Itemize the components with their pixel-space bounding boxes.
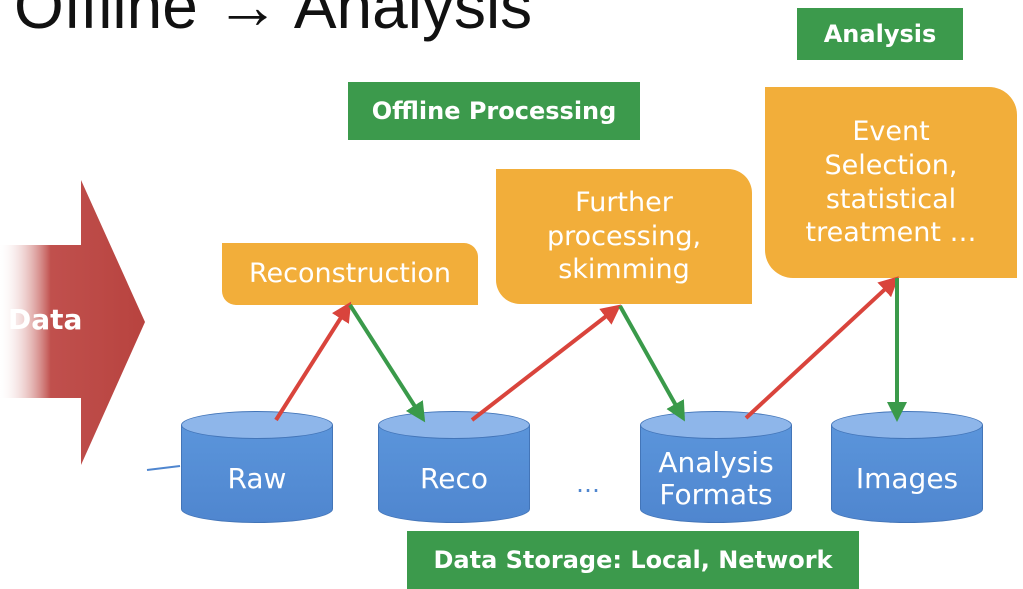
reconstruction-to-reco-arrow — [348, 303, 426, 423]
storage-analysis-formats-label: Analysis Formats — [658, 445, 774, 511]
cylinder-body — [640, 425, 792, 523]
cylinder-top — [831, 411, 983, 439]
event-selection-box: Event Selection, statistical treatment … — [765, 87, 1017, 278]
raw-to-reconstruction-arrow — [274, 301, 352, 422]
further-processing-to-analysis-formats-arrow — [618, 305, 685, 422]
further-processing-box: Further processing, skimming — [496, 169, 752, 304]
data-arrow-label: Data — [8, 303, 83, 336]
data-input-arrow — [0, 180, 145, 465]
analysis-formats-to-event-selection-arrow — [744, 276, 899, 420]
storage-reco: Reco — [378, 411, 530, 523]
storage-ellipsis: … — [576, 470, 600, 498]
offline-processing-label: Offline Processing — [348, 82, 640, 140]
storage-images: Images — [831, 411, 983, 523]
cylinder-top — [640, 411, 792, 439]
cylinder-body — [831, 425, 983, 523]
cylinder-top — [378, 411, 530, 439]
data-storage-label: Data Storage: Local, Network — [407, 531, 859, 589]
storage-images-label: Images — [855, 461, 959, 495]
storage-link-line — [146, 465, 181, 471]
cylinder-top — [181, 411, 333, 439]
storage-analysis-formats: Analysis Formats — [640, 411, 792, 523]
reconstruction-box: Reconstruction — [222, 243, 478, 305]
storage-reco-label: Reco — [420, 461, 488, 495]
reconstruction-label: Reconstruction — [248, 258, 452, 290]
further-processing-label: Further processing, skimming — [546, 186, 702, 286]
reco-to-further-processing-arrow — [470, 304, 622, 422]
storage-raw-label: Raw — [227, 461, 287, 495]
page-title: Offline → Analysis — [14, 0, 533, 42]
storage-raw: Raw — [181, 411, 333, 523]
cylinder-body — [181, 425, 333, 523]
event-selection-label: Event Selection, statistical treatment … — [805, 116, 977, 249]
cylinder-body — [378, 425, 530, 523]
analysis-label: Analysis — [797, 8, 963, 60]
